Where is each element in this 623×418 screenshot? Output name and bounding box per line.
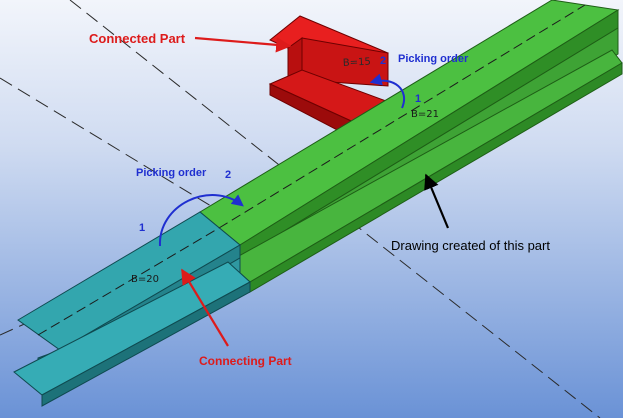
picking-order-top-label: Picking order <box>398 53 469 65</box>
connecting-part-label: Connecting Part <box>199 354 292 368</box>
picking-order-top-first: 1 <box>415 93 421 105</box>
drawing-created-label: Drawing created of this part <box>391 238 550 253</box>
picking-order-left-first: 1 <box>139 222 145 234</box>
connected-part-tag: B=15 <box>343 57 372 69</box>
connecting-part-tag: B=20 <box>131 274 159 285</box>
picking-order-left-label: Picking order <box>136 167 207 179</box>
picking-order-top-second: 2 <box>380 55 386 67</box>
main-part-tag: B=21 <box>411 109 439 120</box>
drawing-created-arrow-icon <box>424 173 450 229</box>
picking-order-top-curved-arrow-icon <box>369 73 405 109</box>
connecting-part[interactable] <box>13 211 251 407</box>
picking-order-left-curved-arrow-icon <box>158 194 244 247</box>
connecting-part-arrow-icon <box>181 268 229 347</box>
connected-part-arrow-icon <box>194 36 292 53</box>
picking-order-left-second: 2 <box>225 169 231 181</box>
connected-part-label: Connected Part <box>89 31 186 46</box>
